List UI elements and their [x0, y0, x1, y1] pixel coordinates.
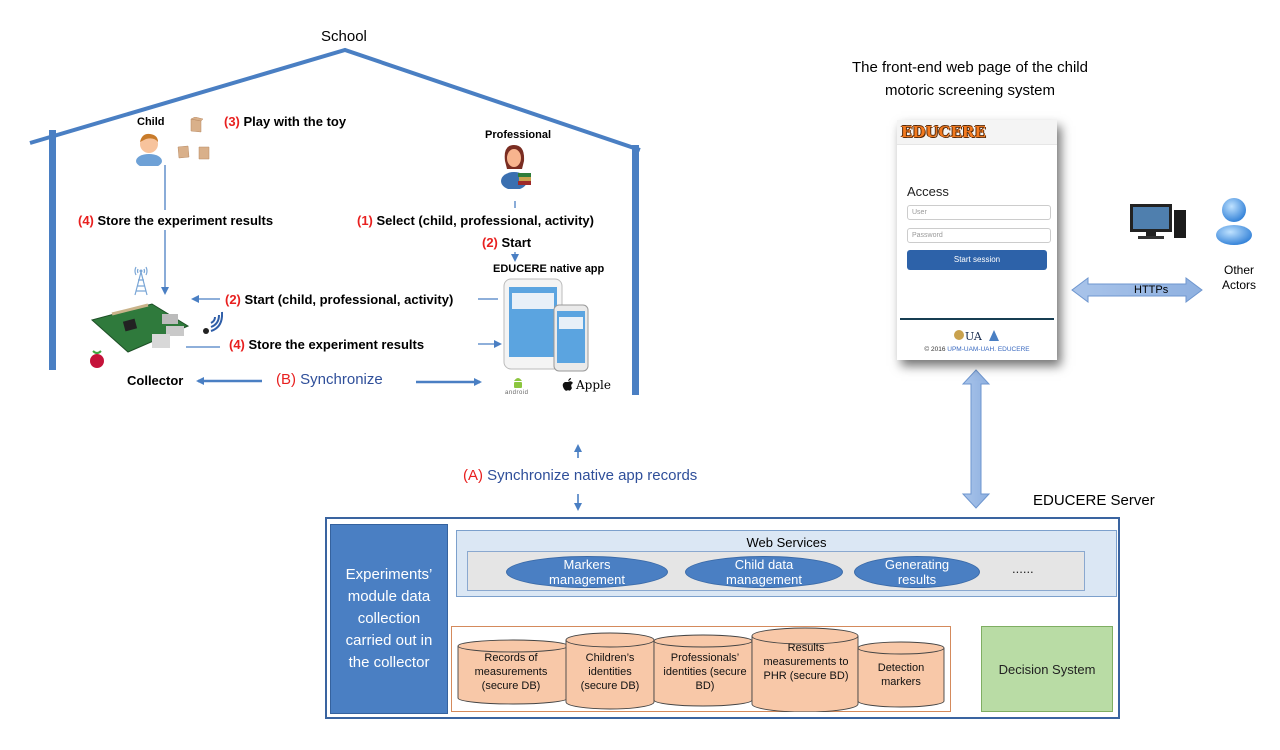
desktop-computer-icon: [1130, 204, 1186, 239]
apple-label: Apple: [576, 378, 611, 392]
native-app-devices-icon: [503, 278, 589, 372]
footer-divider: [900, 318, 1054, 320]
school-wall-left: [49, 130, 56, 370]
child-label: Child: [137, 116, 165, 128]
service-markers-management: Markers management: [506, 556, 668, 588]
db-cylinder-records: [457, 646, 569, 705]
https-label: HTTPs: [1134, 284, 1169, 296]
web-page-header: EDUCERE: [897, 120, 1057, 145]
toy-blocks-icon: [177, 117, 210, 160]
db-results-label: Results measurements to PHR (secure BD): [763, 642, 849, 682]
other-actors-user-icon: [1216, 198, 1252, 245]
step-start-short: (2) Start: [482, 235, 532, 250]
service-generating-results: Generating results: [854, 556, 980, 588]
db-cylinder-professionals: [653, 641, 753, 707]
raspberry-logo-icon: [90, 350, 104, 368]
service-child-data-management: Child data management: [685, 556, 843, 588]
native-app-label: EDUCERE native app: [493, 263, 605, 275]
db-cylinder-markers: [857, 648, 945, 708]
db-markers-label: Detection markers: [877, 662, 925, 688]
web-login-page: EDUCERE Access User Password Start sessi…: [897, 120, 1057, 360]
server-title: EDUCERE Server: [1033, 492, 1155, 509]
password-input[interactable]: Password: [907, 228, 1051, 243]
decision-system-box: Decision System: [981, 626, 1113, 712]
db-cylinder-children: [565, 640, 655, 710]
access-heading: Access: [907, 184, 949, 199]
wifi-icon: [203, 311, 223, 334]
step-store-results-bottom: (4) Store the experiment results: [229, 337, 425, 352]
db-children-label: Children’s identities (secure DB): [580, 652, 640, 692]
db-cylinder-results: [751, 636, 859, 712]
step-play-with-toy: (3) Play with the toy: [224, 114, 347, 129]
apple-logo-icon: [562, 378, 573, 391]
child-icon: [136, 133, 162, 166]
database-cylinders: [457, 627, 945, 712]
android-label: android: [505, 390, 529, 396]
professional-label: Professional: [485, 129, 552, 141]
raspberry-pi-board-icon: [90, 303, 190, 353]
antenna-icon: [134, 266, 148, 296]
web-services-title: Web Services: [746, 535, 827, 550]
https-arrow: [1071, 277, 1203, 303]
web-page-caption: The front-end web page of the child moto…: [852, 59, 1088, 99]
more-services-ellipsis: ......: [1012, 561, 1034, 576]
copyright-link[interactable]: UPM-UAM-UAH. EDUCERE: [947, 346, 1030, 353]
other-actors-label: Other Actors: [1222, 263, 1257, 292]
user-input[interactable]: User: [907, 205, 1051, 220]
collector-label: Collector: [127, 373, 184, 388]
step-start-collector: (2) Start (child, professional, activity…: [225, 292, 454, 307]
copyright-text: © 2016 UPM-UAM-UAH. EDUCERE: [924, 346, 1030, 353]
web-server-arrow: [961, 369, 991, 509]
db-records-label: Records of measurements (secure DB): [474, 652, 548, 692]
school-roof: [29, 47, 641, 152]
step-store-results-top: (4) Store the experiment results: [78, 213, 274, 228]
university-logos-icon: UA: [954, 330, 999, 342]
educere-logo: EDUCERE: [901, 123, 986, 141]
start-session-button[interactable]: Start session: [907, 250, 1047, 270]
professional-icon: [501, 145, 531, 189]
step-synchronize-b: (B) Synchronize: [276, 371, 383, 388]
step-synchronize-a: (A) Synchronize native app records: [463, 467, 698, 484]
school-wall-right: [632, 145, 639, 395]
svg-text:UA: UA: [965, 330, 983, 342]
step-select: (1) Select (child, professional, activit…: [357, 213, 594, 228]
experiments-module-box: Experiments’ module data collection carr…: [330, 524, 448, 714]
school-title: School: [321, 28, 367, 45]
android-icon: [514, 378, 522, 388]
db-professionals-label: Professionals’ identities (secure BD): [663, 652, 747, 692]
